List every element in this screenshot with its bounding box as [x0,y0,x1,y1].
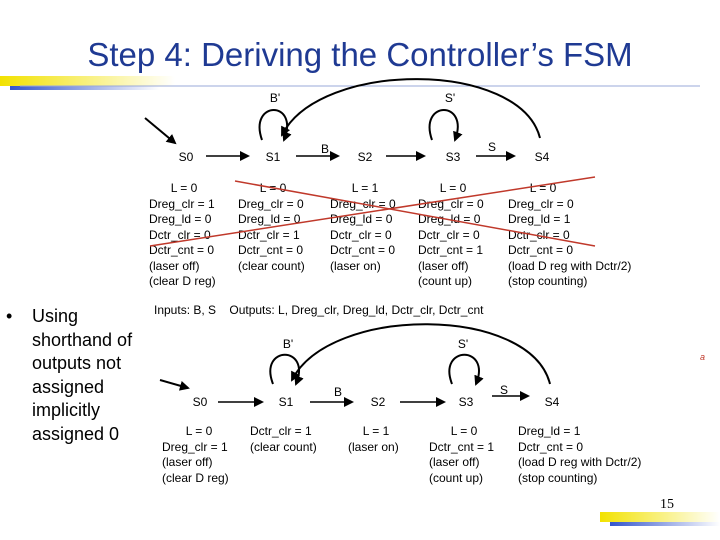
output-line: Dctr_clr = 0 [330,227,392,242]
deco-blue-bar-top [10,86,160,90]
top-state-s4: S4 [535,150,550,164]
output-line: Dctr_clr = 1 [250,424,312,438]
top-fsm-diagram: S0 S1 S2 S3 S4 B' S' B S [144,78,550,164]
output-line: (count up) [429,470,484,485]
top-s0-outputs: L = 0 Dreg_clr = 1 Dreg_ld = 0 Dctr_clr … [149,181,219,290]
output-line: L = 1 [362,424,390,438]
top-s1-outputs: L = 0 Dreg_clr = 0 Dreg_ld = 0 Dctr_clr … [238,181,308,274]
bottom-s0-outputs: L = 0 Dreg_clr = 1 (laser off) (clear D … [162,424,236,486]
bottom-state-s1: S1 [279,395,294,409]
bottom-s2-outputs: L = 1 (laser on) [348,424,404,455]
output-line: Dreg_clr = 0 [508,196,574,211]
bottom-s3-self-loop [448,353,484,386]
output-line: Dctr_clr = 0 [418,227,480,242]
output-line: Dctr_cnt = 0 [238,243,304,257]
top-state-s1: S1 [266,150,281,164]
output-line: L = 0 [170,181,198,195]
io-line: Inputs: B, S Outputs: L, Dreg_clr, Dreg_… [154,303,484,317]
bullet-line: implicitly [32,400,101,420]
output-line: (clear D reg) [162,470,229,485]
output-line: Dctr_clr = 1 [238,227,300,242]
bottom-state-s0: S0 [193,395,208,409]
bottom-entry-arrow [159,379,190,391]
output-line: (laser on) [330,258,381,273]
bullet-text: Using shorthand of outputs not assigned … [32,305,162,446]
output-line: (laser off) [162,455,213,469]
deco-blue-bar-bottom [610,522,720,526]
top-label-s: S [488,140,496,154]
page-number: 15 [660,497,674,512]
top-state-s3: S3 [446,150,461,164]
output-line: Dreg_clr = 1 [162,439,228,454]
output-line: (load D reg with Dctr/2) [508,258,632,273]
output-line: (clear count) [250,439,317,454]
strike-line-1 [149,176,596,247]
bottom-s3-outputs: L = 0 Dctr_cnt = 1 (laser off) (count up… [429,424,499,486]
bottom-label-b-not: B' [283,337,293,351]
output-line: L = 0 [185,424,213,438]
bullet-line: assigned [32,376,105,397]
bullet-line: assigned 0 [32,423,120,444]
output-line: (laser off) [418,258,469,273]
deco-yellow-bar-bottom [600,512,720,522]
bottom-label-s-not: S' [458,337,468,351]
output-line: Dctr_cnt = 0 [508,243,574,257]
slide-title: Step 4: Deriving the Controller’s FSM [87,36,633,73]
output-line: L = 1 [351,181,379,195]
top-state-s2: S2 [358,150,373,164]
deco-yellow-bar-top [0,76,175,86]
top-label-b-not: B' [270,91,280,105]
bottom-state-s4: S4 [545,395,560,409]
output-line: (clear D reg) [149,274,216,288]
top-state-s0: S0 [179,150,194,164]
output-line: Dreg_ld = 1 [518,424,581,438]
output-line: Dctr_clr = 0 [149,227,211,242]
bottom-state-s3: S3 [459,395,474,409]
output-line: Dreg_ld = 0 [149,212,212,226]
output-line: Dctr_cnt = 0 [518,439,584,454]
bottom-label-b: B [334,385,342,399]
output-line: Dreg_ld = 1 [508,212,571,226]
output-line: L = 0 [450,424,478,438]
bottom-s1-self-loop [269,353,304,386]
top-label-b: B [321,142,329,156]
output-line: (laser on) [348,439,399,454]
strike-line-2 [234,180,596,247]
output-line: Dctr_cnt = 0 [330,243,396,257]
bullet-marker: • [6,306,13,326]
top-s4-outputs: L = 0 Dreg_clr = 0 Dreg_ld = 1 Dctr_clr … [508,181,631,290]
output-line: (stop counting) [518,470,598,485]
output-line: (clear count) [238,258,305,273]
bottom-s4-to-s1-arc [291,323,551,385]
output-line: L = 0 [439,181,467,195]
output-line: (stop counting) [508,274,588,288]
bottom-s4-outputs: Dreg_ld = 1 Dctr_cnt = 0 (load D reg wit… [518,424,641,486]
output-line: Dreg_clr = 0 [418,196,484,211]
bottom-s1-outputs: Dctr_clr = 1 (clear count) [250,424,317,455]
bottom-fsm-diagram: S0 S1 S2 S3 S4 B' S' B S a [159,323,705,409]
bottom-label-s: S [500,383,508,397]
top-s4-to-s1-arc [281,78,541,139]
output-line: (load D reg with Dctr/2) [518,455,642,469]
top-s3-self-loop [428,109,463,142]
output-line: Dctr_cnt = 1 [418,243,484,257]
output-line: (count up) [418,274,473,288]
bullet-line: Using [32,306,79,326]
bullet-line: shorthand of [32,329,133,350]
top-label-s-not: S' [445,91,455,105]
output-line: Dctr_cnt = 0 [149,243,215,257]
bottom-state-s2: S2 [371,395,386,409]
output-line: (laser off) [429,455,480,469]
output-line: Dreg_ld = 0 [238,212,301,226]
output-line: (laser off) [149,258,200,273]
output-line: Dreg_clr = 1 [149,196,215,211]
strike-overlay [149,176,596,247]
output-line: Dreg_clr = 0 [238,196,304,211]
top-entry-arrow [144,117,177,145]
output-line: Dctr_cnt = 1 [429,439,495,454]
side-mark: a [700,352,705,362]
bullet-line: outputs not [32,353,122,373]
